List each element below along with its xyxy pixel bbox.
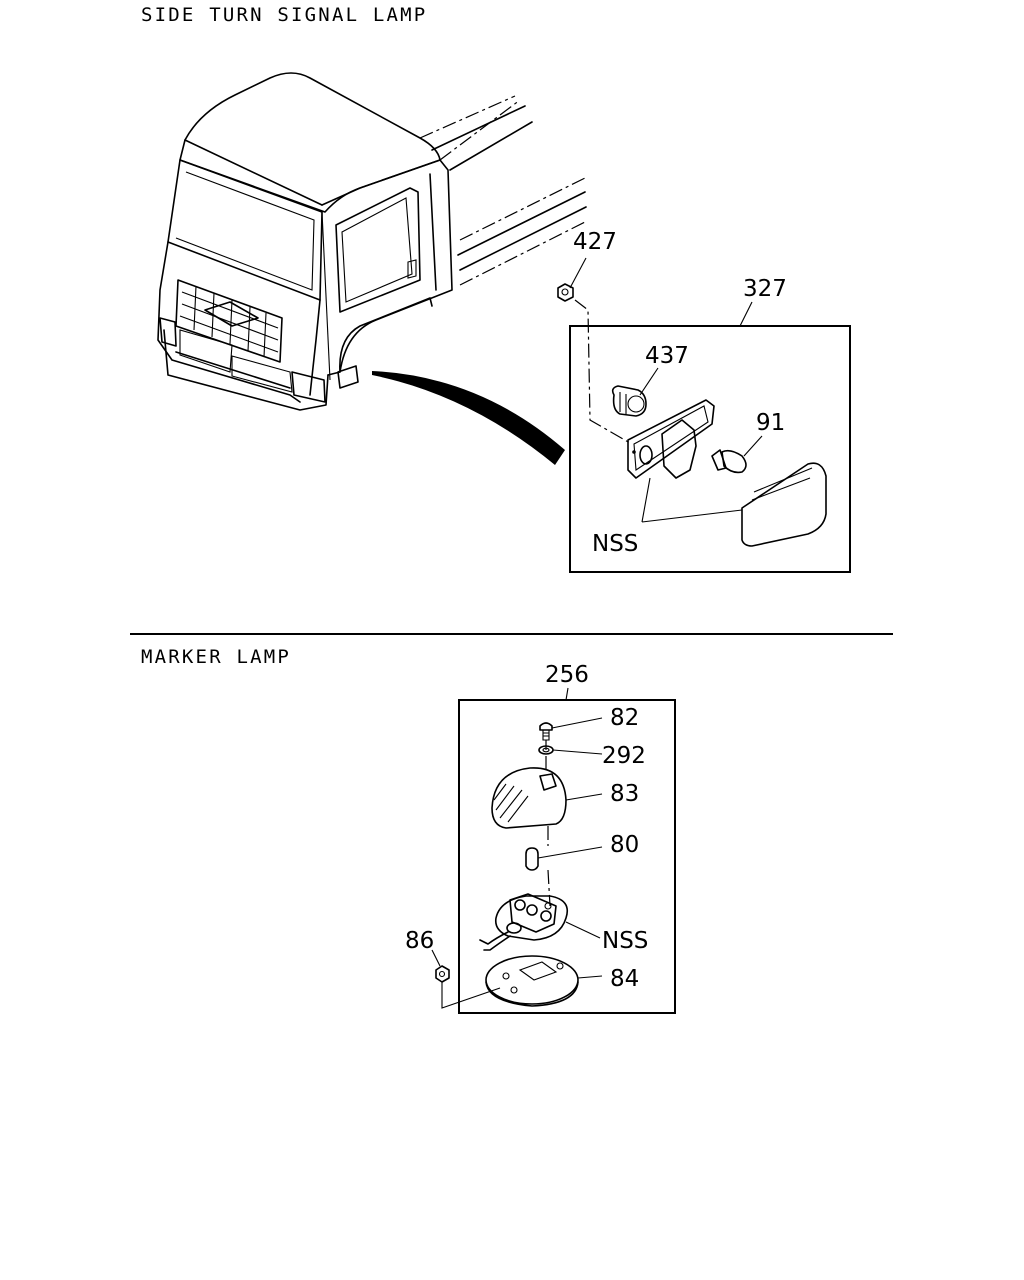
truck-cab-illustration (157, 72, 587, 411)
section-title-side-turn-signal-lamp: SIDE TURN SIGNAL LAMP (141, 4, 428, 26)
marker-lamp-detail-box (458, 699, 676, 1014)
bulb-80-icon (525, 847, 539, 871)
socket-437-icon (611, 385, 647, 417)
callout-86: 86 (405, 928, 434, 954)
socket-base-nss-icon (479, 893, 569, 951)
callout-437: 437 (645, 343, 689, 369)
lamp-housing-icon (627, 399, 715, 479)
side-turn-lamp-detail-box (569, 325, 851, 573)
gasket-84-icon (485, 955, 579, 1007)
nut-86-icon (435, 965, 450, 983)
callout-82: 82 (610, 705, 639, 731)
dome-cover-83-icon (491, 767, 567, 829)
callout-292: 292 (602, 743, 646, 769)
callout-84: 84 (610, 966, 639, 992)
callout-nss-top: NSS (592, 531, 638, 557)
callout-256: 256 (545, 662, 589, 688)
screw-82-icon (539, 722, 553, 741)
nut-427-icon (557, 283, 574, 302)
callout-80: 80 (610, 832, 639, 858)
section-title-marker-lamp: MARKER LAMP (141, 646, 292, 668)
callout-327: 327 (743, 276, 787, 302)
bulb-91-icon (711, 449, 747, 474)
callout-427: 427 (573, 229, 617, 255)
callout-83: 83 (610, 781, 639, 807)
callout-91: 91 (756, 410, 785, 436)
callout-nss-bottom: NSS (602, 928, 648, 954)
lens-cover-icon (741, 462, 827, 547)
detail-leader-wedge (372, 371, 565, 465)
